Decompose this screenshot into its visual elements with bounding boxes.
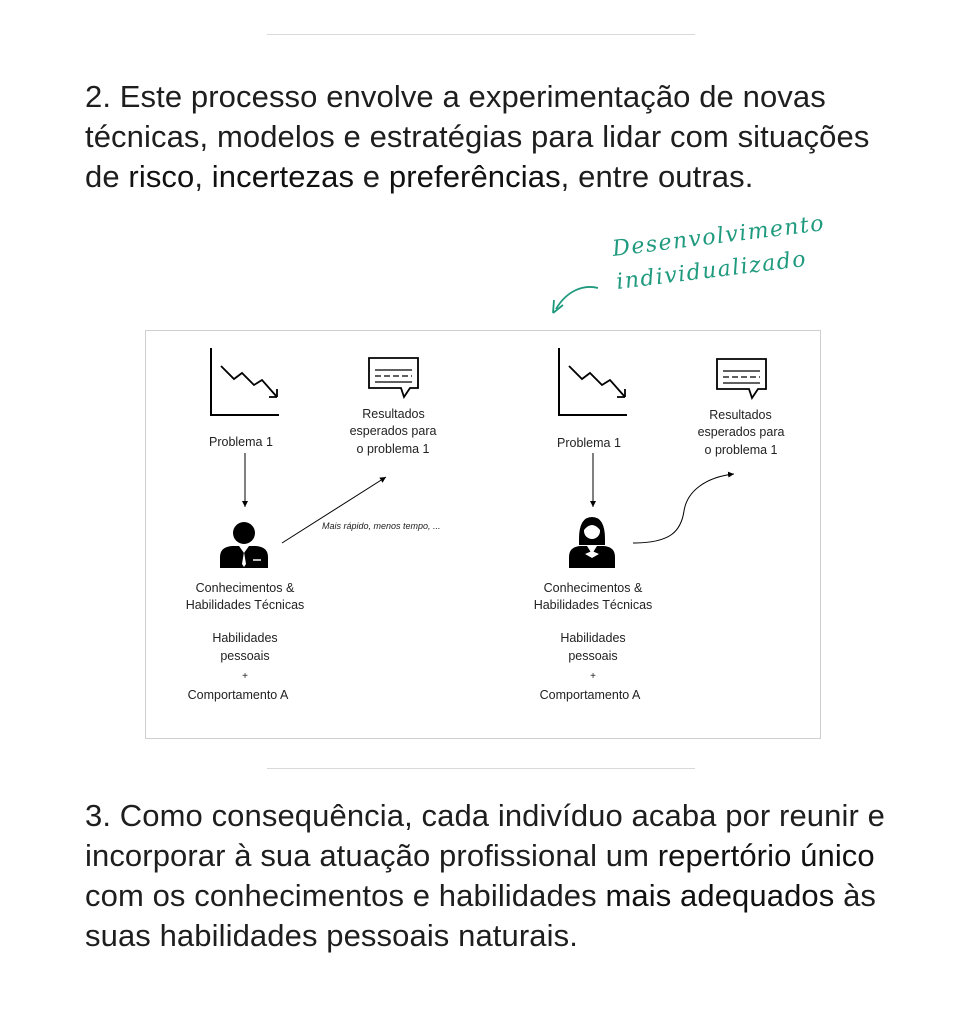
left-expected-line-1: Resultados <box>362 407 425 421</box>
para3-text-mid: com os conhecimentos e habilidades <box>85 878 606 913</box>
businessman-icon <box>220 522 268 568</box>
left-skills-line-1: Conhecimentos & <box>195 581 295 595</box>
right-personal-line-2: pessoais <box>568 649 618 663</box>
decline-chart-icon <box>210 348 279 416</box>
left-personal-plus: + <box>242 671 248 682</box>
right-skills-line-1: Conhecimentos & <box>543 581 643 595</box>
businesswoman-icon <box>569 517 615 568</box>
right-personal-line-1: Habilidades <box>560 631 626 645</box>
para2-text-end: , entre outras. <box>560 159 754 194</box>
right-skills-line-2: Habilidades Técnicas <box>533 598 653 612</box>
diagonal-arrow <box>281 476 387 544</box>
right-expected-line-2: esperados para <box>697 425 785 439</box>
para2-bold-risco: risco <box>128 159 195 194</box>
right-expected-line-1: Resultados <box>709 408 772 422</box>
right-expected-line-3: o problema 1 <box>704 443 778 457</box>
para2-text: 2. Este processo envolve a experimentaçã… <box>85 79 870 194</box>
curved-arrow <box>632 471 735 544</box>
paragraph-3: 3. Como consequência, cada indivíduo aca… <box>85 796 885 956</box>
bottom-divider <box>267 768 695 769</box>
left-expected-line-3: o problema 1 <box>356 442 430 456</box>
para3-text-end: às suas habilidades pessoais naturais. <box>85 878 877 953</box>
paragraph-2: 2. Este processo envolve a experimentaçã… <box>85 77 885 197</box>
speech-bubble-icon <box>368 357 419 400</box>
para3-text: 3. Como consequência, cada indivíduo aca… <box>85 798 885 873</box>
para2-sep: , <box>194 159 212 194</box>
diagram-box: Problema 1 Resultados esperados para o p… <box>145 330 821 739</box>
right-personal-plus: + <box>590 671 596 682</box>
para3-bold-adequados: mais adequados <box>605 878 835 913</box>
right-personal-line-4: Comportamento A <box>539 688 641 702</box>
speech-bubble-icon <box>716 358 767 401</box>
para2-sep: e <box>354 159 389 194</box>
para2-bold-incertezas: incertezas <box>211 159 355 194</box>
left-expected-line-2: esperados para <box>349 424 437 438</box>
left-skills-line-2: Habilidades Técnicas <box>185 598 305 612</box>
left-personal-line-2: pessoais <box>220 649 270 663</box>
left-problem-label: Problema 1 <box>209 435 273 449</box>
decline-chart-icon <box>558 348 627 416</box>
left-arrow-note: Mais rápido, menos tempo, ... <box>322 521 441 531</box>
right-problem-label: Problema 1 <box>557 436 621 450</box>
left-personal-line-1: Habilidades <box>212 631 278 645</box>
para2-bold-preferencias: preferências <box>388 159 561 194</box>
para3-bold-repertorio: repertório único <box>657 838 875 873</box>
left-personal-line-4: Comportamento A <box>187 688 289 702</box>
diagram-graphics <box>210 348 767 568</box>
top-divider <box>267 34 695 35</box>
